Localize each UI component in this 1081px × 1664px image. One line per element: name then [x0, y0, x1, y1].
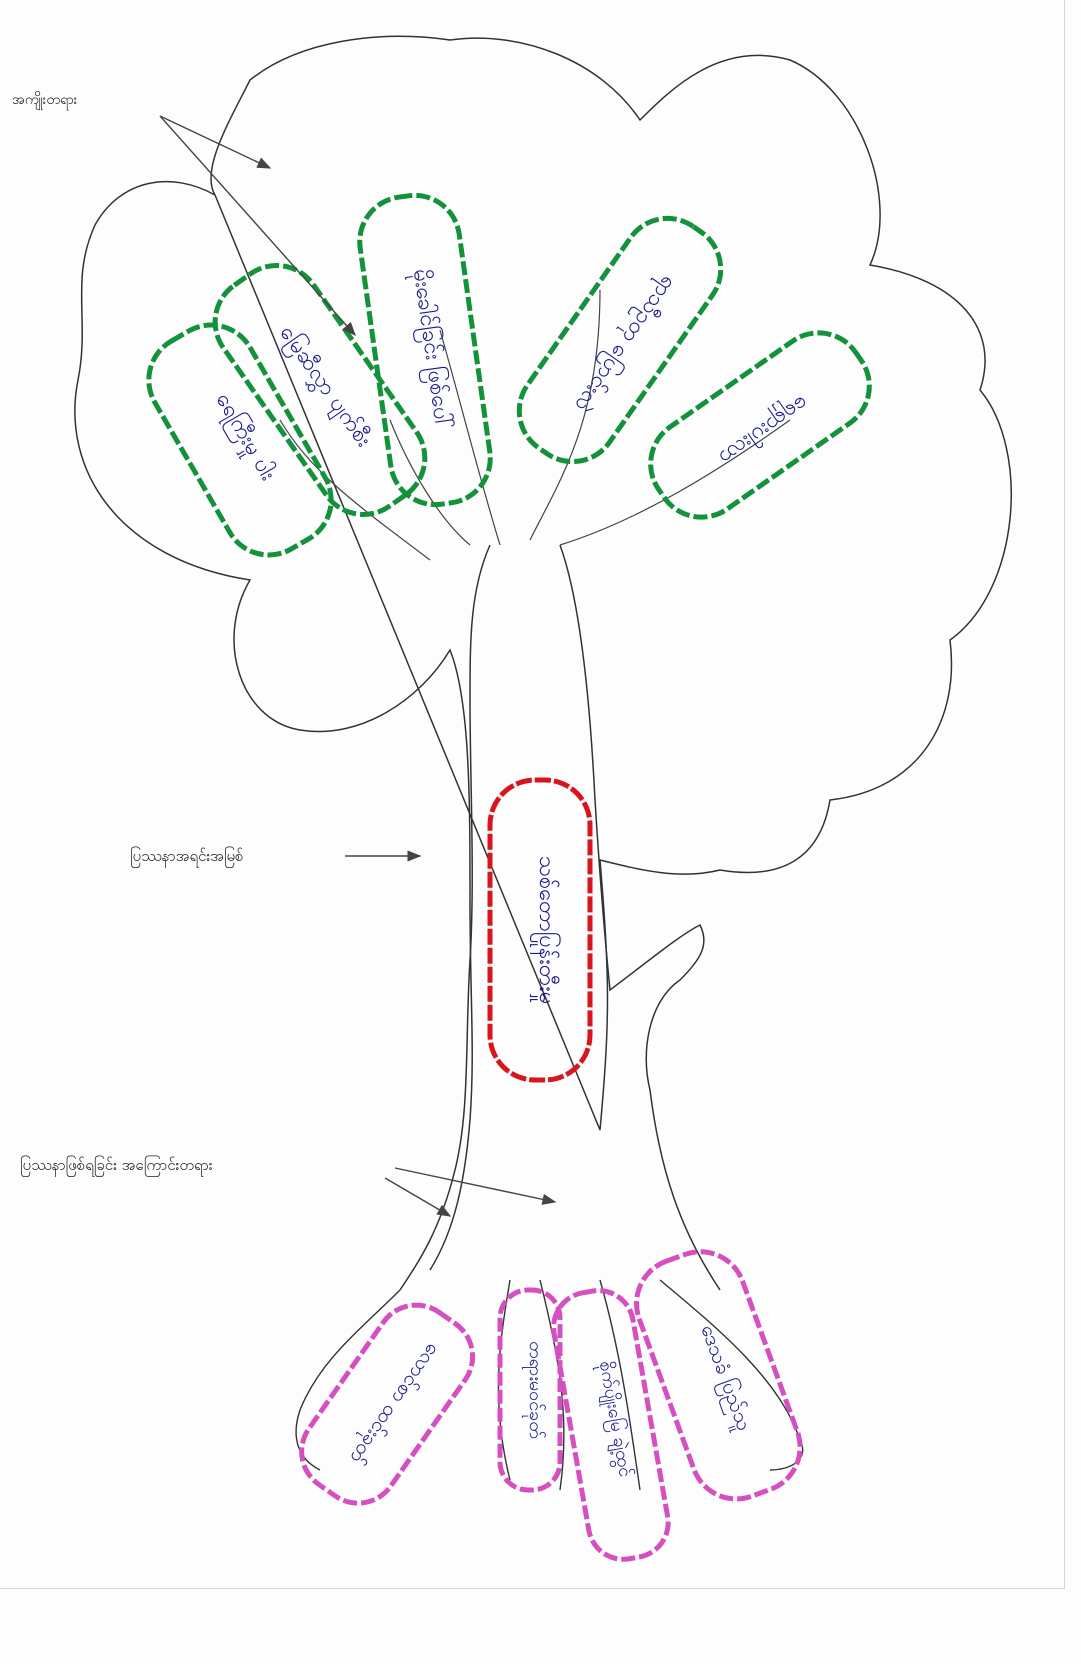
svg-text:ဒေသခံ ပြည်သူ: ဒေသခံ ပြည်သူ	[693, 1321, 757, 1435]
cause-bubble-2: တရားမဝင်ခုတ်	[500, 1290, 560, 1490]
label-core-problem: ပြဿနာအရင်းအမြစ်	[130, 846, 243, 868]
arrow-effects-2	[160, 116, 355, 335]
tree-canopy-outline	[75, 36, 1011, 1270]
arrow-causes-1	[385, 1178, 450, 1216]
arrow-causes-2	[395, 1168, 555, 1202]
svg-text:သစ်တောပြုန်းတီးမှု: သစ်တောပြုန်းတီးမှု	[530, 856, 561, 1005]
svg-text:ရေရှားပါးလာ: ရေရှားပါးလာ	[711, 386, 814, 471]
svg-text:စိုက်ပျိုးမြေ ချဲ့ထွင်: စိုက်ပျိုးမြေ ချဲ့ထွင်	[592, 1359, 637, 1479]
cause-bubble-3: စိုက်ပျိုးမြေ ချဲ့ထွင်	[548, 1285, 674, 1565]
svg-text:မြေဆီလွှာ ပျက်စီး: မြေဆီလွှာ ပျက်စီး	[271, 320, 378, 454]
effect-bubble-5: ရေရှားပါးလာ	[633, 315, 887, 535]
svg-text:မိုးခေါင်ခြင်း ဖြစ်ပေါ်: မိုးခေါင်ခြင်း ဖြစ်ပေါ်	[404, 267, 457, 431]
svg-text:တရားမဝင်ခုတ်: တရားမဝင်ခုတ်	[522, 1341, 546, 1439]
effect-bubble-2: မြေဆီလွှာ ပျက်စီး	[198, 248, 443, 532]
svg-text:ရေကြီးမှု ပါး: ရေကြီးမှု ပါး	[207, 388, 282, 487]
cause-bubble-1: လောင်စာ ထင်းခုတ်	[286, 1289, 488, 1518]
cause-bubble-4: ဒေသခံ ပြည်သူ	[624, 1239, 813, 1512]
effect-bubble-4: ရာသီဥတု ပြောင်းလဲ	[502, 201, 739, 480]
effect-bubble-3: မိုးခေါင်ခြင်း ဖြစ်ပေါ်	[354, 190, 496, 511]
label-effects: အကျိုးတရား	[12, 92, 78, 110]
tree-trunk-right	[560, 545, 720, 1290]
arrow-effects-1	[160, 116, 270, 168]
core-problem-bubble: သစ်တောပြုန်းတီးမှု	[490, 780, 590, 1080]
svg-text:ရာသီဥတု ပြောင်းလဲ: ရာသီဥတု ပြောင်းလဲ	[566, 269, 683, 418]
label-causes: ပြဿနာဖြစ်ရခြင်း အကြောင်းတရား	[20, 1155, 213, 1177]
